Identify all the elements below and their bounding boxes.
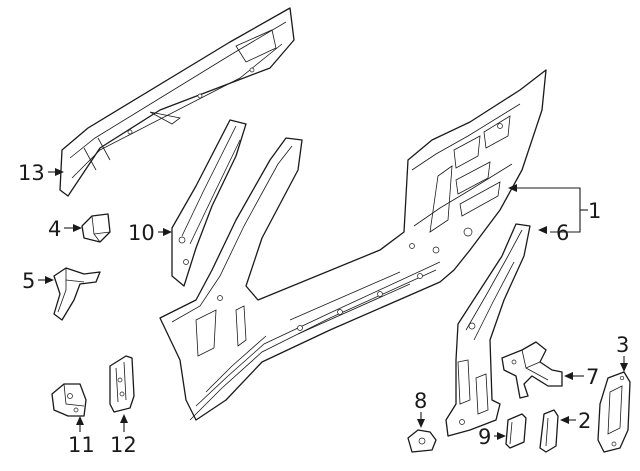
part-1-body-side-panel[interactable] <box>159 69 547 421</box>
callout-labels: 1 2 3 4 5 6 7 8 9 10 11 12 13 <box>18 161 629 457</box>
part-2-strip[interactable] <box>539 409 559 453</box>
callout-11: 11 <box>68 433 95 457</box>
part-4-bracket[interactable] <box>81 213 111 243</box>
callout-leaders <box>38 168 628 440</box>
callout-8: 8 <box>414 389 427 413</box>
part-7-bracket[interactable] <box>501 341 563 399</box>
part-13-rocker-panel[interactable] <box>59 7 295 197</box>
part-11-bracket[interactable] <box>51 383 87 417</box>
part-12-bracket[interactable] <box>109 355 135 413</box>
part-8-bracket[interactable] <box>407 429 437 453</box>
callout-6: 6 <box>556 221 569 245</box>
callout-2: 2 <box>578 409 591 433</box>
callout-1: 1 <box>588 199 601 223</box>
callout-3: 3 <box>616 333 629 357</box>
callout-4: 4 <box>48 217 61 241</box>
part-6-b-pillar-reinforcement[interactable] <box>445 223 531 437</box>
callout-5: 5 <box>22 269 35 293</box>
part-10-pillar-reinforcement[interactable] <box>171 119 247 287</box>
part-3-panel[interactable] <box>597 371 631 453</box>
callout-13: 13 <box>18 161 45 185</box>
callout-9: 9 <box>478 425 491 449</box>
part-9-plate[interactable] <box>505 413 527 449</box>
callout-12: 12 <box>110 433 137 457</box>
callout-10: 10 <box>128 221 155 245</box>
callout-7: 7 <box>586 365 599 389</box>
part-5-bracket[interactable] <box>53 267 101 321</box>
